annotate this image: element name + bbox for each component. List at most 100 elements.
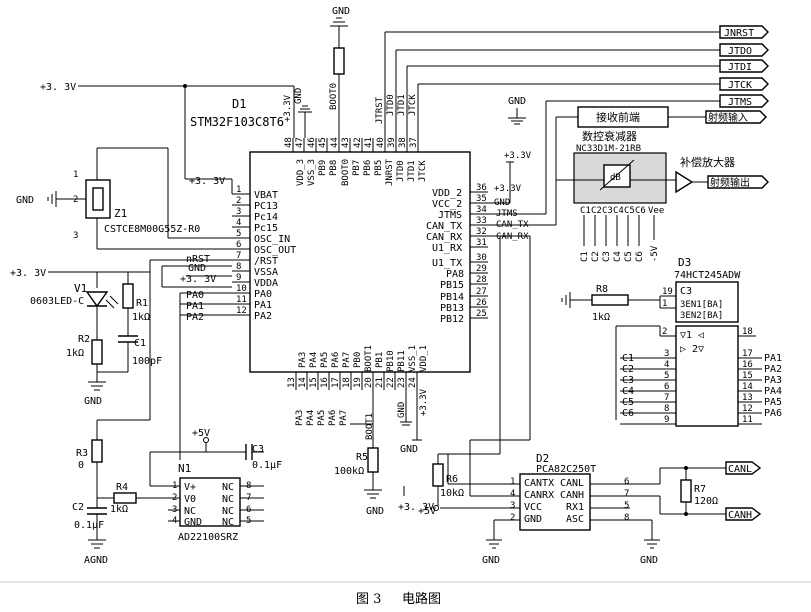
mcu-pin-num: 39 — [387, 137, 397, 148]
mcu-pin-num: 48 — [284, 137, 294, 148]
mcu-pin-num: 26 — [476, 298, 487, 308]
rail-3v3-label: +3. 3V — [180, 274, 216, 285]
d2-pin-name: GND — [524, 514, 542, 525]
r7-body — [680, 479, 692, 503]
d3-pin-num: 4 — [664, 360, 669, 370]
mcu-pin-name: PA7 — [342, 352, 352, 368]
mcu-pin-num: 25 — [476, 309, 487, 319]
attenuator-part: NC33D1M-21RB — [576, 144, 641, 154]
rf-in-port — [705, 110, 767, 124]
mcu-pin-name: VDD_3 — [296, 159, 306, 186]
net-label: PA4 — [306, 410, 316, 426]
r1-value: 1kΩ — [132, 312, 150, 323]
net-label: BOOT1 — [365, 413, 375, 440]
figure-title: 电路图 — [402, 591, 441, 607]
mcu-pin-name: U1_RX — [432, 243, 462, 254]
mcu-pin-num: 30 — [476, 253, 487, 263]
jtag-port-label: JTDI — [728, 62, 752, 73]
gnd-label: GND — [508, 96, 526, 107]
rf-out-port — [707, 175, 769, 189]
d3-gate-label: C3 — [680, 286, 692, 297]
mcu-pin-num: 24 — [408, 377, 418, 388]
rail-3v3-label: +3. 3V — [10, 268, 46, 279]
agnd-label: AGND — [84, 555, 108, 566]
crystal-pin: 1 — [73, 170, 78, 180]
d2-pin-num: 7 — [624, 489, 629, 499]
d3-right-net: PA1 — [764, 353, 782, 364]
mcu-pin-num: 11 — [236, 295, 247, 305]
mcu-pin-name: PB5 — [374, 160, 384, 176]
mcu-pin-name: VDD_1 — [419, 345, 429, 372]
mcu-pin-name: VCC_2 — [432, 199, 462, 210]
crystal-ref: Z1 — [114, 207, 127, 220]
r3-value: 0 — [78, 460, 84, 471]
ctrl-net: C1 — [580, 251, 590, 262]
jtag-port-label: JTDO — [728, 46, 752, 57]
mcu-pin-name: VSS_1 — [408, 345, 418, 372]
can-port-label: CANH — [728, 510, 752, 521]
r1-body — [122, 283, 134, 309]
r3-ref: R3 — [76, 448, 88, 459]
attenuator-label: 数控衰减器 — [582, 129, 637, 143]
mcu-pin-name: JNRST — [385, 158, 395, 186]
mcu-pin-num: 6 — [236, 240, 241, 250]
mcu-pin-num: 15 — [309, 377, 319, 388]
n1-pin-name: GND — [184, 517, 202, 528]
crystal-pin: 2 — [73, 195, 78, 205]
net-label: CAN_RX — [496, 232, 529, 242]
mcu-pin-num: 18 — [342, 377, 352, 388]
mcu-pin-name: JTD1 — [407, 160, 417, 182]
mcu-pin-name: PB12 — [440, 314, 464, 325]
mcu-pin-num: 27 — [476, 287, 487, 297]
mcu-pin-num: 12 — [236, 306, 247, 316]
mcu-pin-name: PB1 — [375, 352, 385, 368]
mcu-pin-name: OSC_OUT — [254, 245, 296, 256]
d3-pin-num: 6 — [664, 382, 669, 392]
led-ref: V1 — [74, 282, 87, 295]
port-flag — [719, 77, 769, 91]
d2-pin-num: 2 — [510, 513, 515, 523]
ctrl-net: C5 — [624, 251, 634, 262]
net-label: PA3 — [295, 410, 305, 426]
mcu-pin-name: VDD_2 — [432, 188, 462, 199]
mcu-pin-num: 40 — [376, 137, 386, 148]
d3-right-net: PA4 — [764, 386, 782, 397]
d3-pin-num: 11 — [742, 415, 753, 425]
sensor-section: R3 0 R4 1kΩ C2 0.1μF AGND V+ V0 NC GND 1… — [72, 428, 282, 566]
c1-ref: C1 — [134, 338, 146, 349]
led-part: 0603LED-C — [30, 296, 84, 307]
r7-ref: R7 — [694, 484, 706, 495]
r6-value: 10kΩ — [440, 488, 464, 499]
mcu-pin-name: PA0 — [254, 289, 272, 300]
d3-pin-num: 19 — [662, 287, 673, 297]
n1-pin-name: NC — [222, 517, 234, 528]
net-label: PA7 — [339, 410, 349, 426]
rf-out-label: 射频输出 — [710, 176, 750, 189]
mcu-part: STM32F103C8T6 — [190, 115, 284, 129]
ctrl-pin: C2 — [591, 206, 602, 216]
mcu-pin-name: PB11 — [397, 350, 407, 372]
d2-pin-name: CANTX — [524, 478, 554, 489]
gnd-label: GND — [366, 506, 384, 517]
mcu-pin-name: /RST — [254, 256, 278, 267]
mcu-pin-name: VSS_3 — [307, 159, 317, 186]
r7-value: 120Ω — [694, 496, 718, 507]
d3-pin-num: 2 — [662, 327, 667, 337]
buffer-d3: D3 74HCT245ADW C3 3EN1[BA] 3EN2[BA] 19 1… — [561, 256, 756, 427]
v5-label: +5V — [418, 506, 436, 517]
d3-pin-num: 15 — [742, 371, 753, 381]
rf-in-label: 射频输入 — [708, 111, 748, 124]
n1-pin-name: NC — [222, 482, 234, 493]
gnd-label: GND — [84, 396, 102, 407]
net-label: PA2 — [186, 312, 204, 323]
mcu-pin-name: CAN_RX — [426, 232, 462, 243]
rail-3v3-label: +3. 3V — [398, 502, 434, 513]
n1-pin-name: V0 — [184, 494, 196, 505]
mcu-pin-name: PB10 — [386, 350, 396, 372]
d3-left-net: C1 — [622, 353, 634, 364]
c3-ref: C3 — [252, 444, 264, 455]
led-triangle — [85, 291, 109, 308]
